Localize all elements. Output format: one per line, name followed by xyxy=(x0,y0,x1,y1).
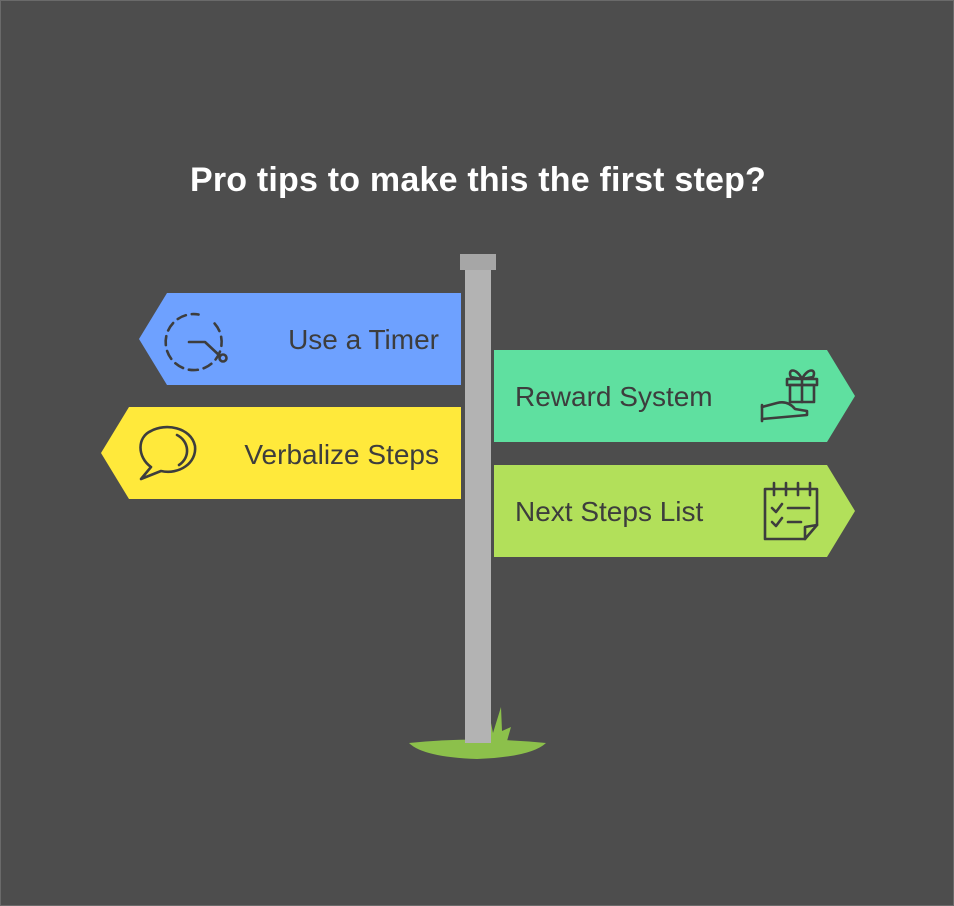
checklist-calendar-icon xyxy=(763,481,819,541)
timer-icon xyxy=(164,312,228,372)
sign-verbalize-steps: Verbalize Steps xyxy=(101,407,461,499)
signpost-pole-cap xyxy=(460,254,496,270)
sign-label: Reward System xyxy=(515,381,713,412)
sign-use-a-timer: Use a Timer xyxy=(139,293,461,385)
sign-reward-system: Reward System xyxy=(494,350,855,442)
sign-label: Next Steps List xyxy=(515,496,704,527)
signpost-pole xyxy=(465,269,491,743)
speech-bubble-icon xyxy=(139,425,197,481)
sign-label: Verbalize Steps xyxy=(244,439,439,470)
page-title: Pro tips to make this the first step? xyxy=(189,161,767,199)
sign-label: Use a Timer xyxy=(288,324,439,355)
sign-arrow-shape xyxy=(139,293,461,385)
sign-next-steps-list: Next Steps List xyxy=(494,465,855,557)
sign-arrow-shape xyxy=(101,407,461,499)
gift-hand-icon xyxy=(760,369,819,423)
